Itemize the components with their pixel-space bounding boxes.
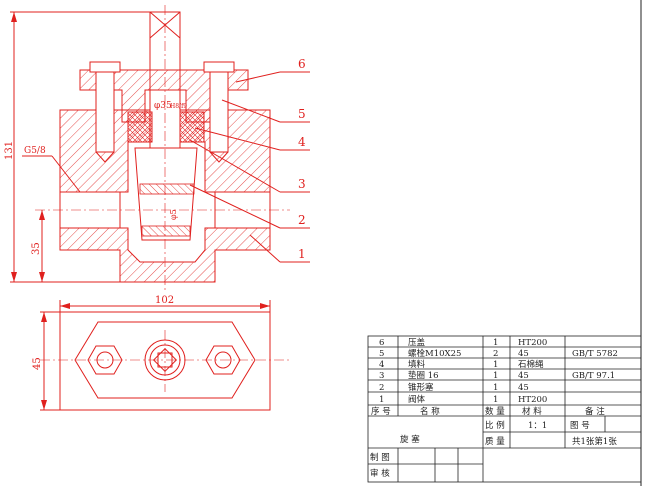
bolt-left <box>95 61 115 153</box>
svg-text:石棉绳: 石棉绳 <box>518 359 544 370</box>
svg-text:备 注: 备 注 <box>585 406 605 417</box>
svg-text:HT200: HT200 <box>518 338 547 348</box>
svg-text:2: 2 <box>379 383 384 393</box>
plug-section-lower <box>141 225 191 237</box>
svg-text:1: 1 <box>493 383 498 393</box>
bolt-right <box>209 61 229 153</box>
callout-6: 6 <box>298 57 306 71</box>
height-side-label: 45 <box>32 357 43 370</box>
callout-5: 5 <box>298 107 306 121</box>
svg-text:45: 45 <box>518 349 529 359</box>
plug-section <box>139 183 195 195</box>
dim-45: 45 <box>32 311 60 411</box>
svg-text:GB/T 5782: GB/T 5782 <box>572 349 618 359</box>
gland-outline <box>74 321 256 399</box>
drawing-title: 旋 塞 <box>400 434 420 445</box>
callout-4: 4 <box>298 135 306 149</box>
callout-3: 3 <box>298 177 306 191</box>
svg-text:螺栓M10X25: 螺栓M10X25 <box>408 348 461 359</box>
svg-text:5: 5 <box>379 349 384 359</box>
height-total-label: 131 <box>4 141 15 160</box>
svg-text:序 号: 序 号 <box>371 406 391 417</box>
svg-text:1: 1 <box>379 395 384 405</box>
callout-2: 2 <box>298 213 306 227</box>
callout-1: 1 <box>298 247 306 261</box>
svg-text:45: 45 <box>518 371 529 381</box>
svg-text:填料: 填料 <box>408 359 426 370</box>
svg-text:名 称: 名 称 <box>420 406 440 417</box>
svg-text:1: 1 <box>493 371 498 381</box>
gland <box>79 69 249 123</box>
parts-row: 4 填料 1 石棉绳 <box>379 359 544 370</box>
height-lower-label: 35 <box>31 242 42 255</box>
svg-text:1: 1 <box>493 360 498 370</box>
svg-text:数 量: 数 量 <box>485 406 505 417</box>
svg-text:45: 45 <box>518 383 529 393</box>
drawing-no-label: 图 号 <box>570 421 590 431</box>
dia-stem-note: H8/f9 <box>170 103 187 110</box>
front-view <box>35 5 290 290</box>
svg-text:4: 4 <box>379 360 384 370</box>
dia-stem-label: φ35 <box>154 101 172 111</box>
parts-row: 2 锥形塞 1 45 <box>379 382 529 393</box>
parts-header: 序 号 名 称 数 量 材 料 备 注 <box>371 406 605 417</box>
svg-text:GB/T 97.1: GB/T 97.1 <box>572 371 615 381</box>
top-view <box>40 311 290 411</box>
svg-text:1: 1 <box>493 338 498 348</box>
drawn-by-label: 制 图 <box>370 452 390 463</box>
svg-text:1: 1 <box>493 395 498 405</box>
top-outline <box>59 311 271 411</box>
parts-row: 3 垫圈 16 1 45 GB/T 97.1 <box>379 370 615 381</box>
parts-row: 6 压盖 1 HT200 <box>379 337 547 348</box>
checked-by-label: 审 核 <box>370 468 390 479</box>
callout-leaders <box>189 71 310 263</box>
dia-bore-label: φ5 <box>169 209 178 220</box>
svg-text:阀体: 阀体 <box>408 394 426 405</box>
parts-table <box>367 335 642 483</box>
dim-35: 35 <box>31 210 120 283</box>
svg-text:3: 3 <box>379 371 384 381</box>
thread-label: G5/8 <box>24 146 46 156</box>
packing-left <box>127 111 153 143</box>
scale-label: 比 例 <box>485 420 505 431</box>
scale-value: 1：1 <box>528 421 547 431</box>
svg-text:锥形塞: 锥形塞 <box>408 382 434 393</box>
parts-row: 5 螺栓M10X25 2 45 GB/T 5782 <box>379 348 618 359</box>
svg-text:6: 6 <box>379 338 384 348</box>
thread-callout: G5/8 <box>22 146 81 193</box>
svg-text:压盖: 压盖 <box>408 337 426 348</box>
sheet-info: 共1张第1张 <box>572 436 617 447</box>
parts-row: 1 阀体 1 HT200 <box>379 394 547 405</box>
svg-text:HT200: HT200 <box>518 395 547 405</box>
dim-102: 102 <box>59 295 271 312</box>
svg-text:材 料: 材 料 <box>522 406 542 417</box>
svg-text:垫圈 16: 垫圈 16 <box>408 370 439 381</box>
packing-right <box>179 111 205 143</box>
mass-label: 质 量 <box>485 436 505 447</box>
width-label: 102 <box>155 295 174 306</box>
svg-text:2: 2 <box>493 349 498 359</box>
